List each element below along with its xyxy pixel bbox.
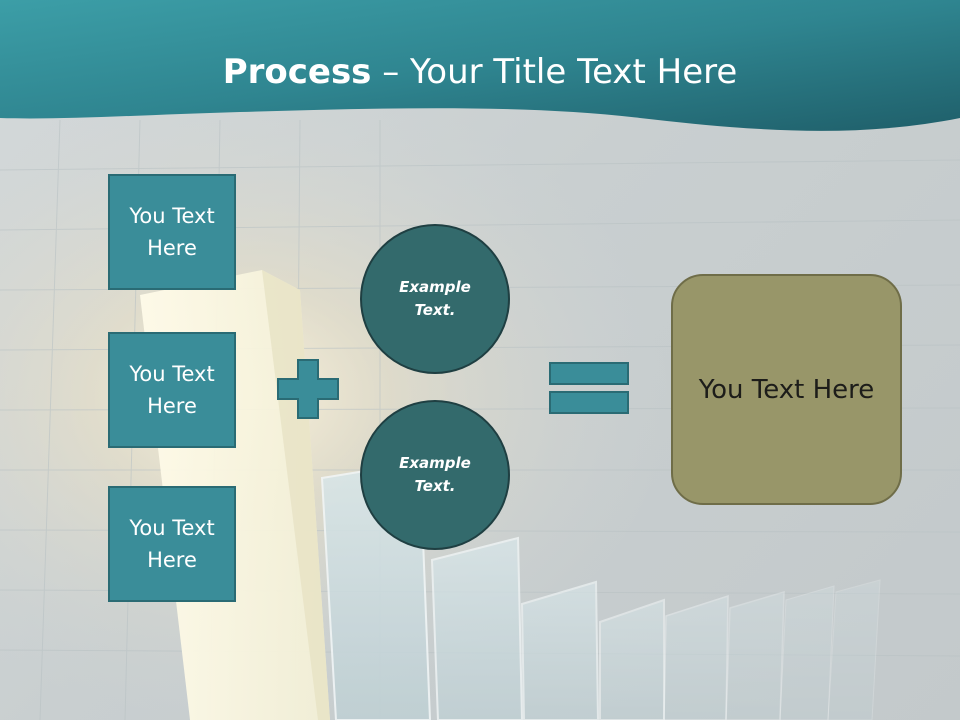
page-title: Process – Your Title Text Here (0, 52, 960, 92)
example-circle-2: Example Text. (360, 400, 510, 550)
circle-label: Example Text. (399, 278, 471, 319)
input-box-label: You Text Here (129, 362, 215, 418)
input-box-label: You Text Here (129, 516, 215, 572)
input-box-label: You Text Here (129, 204, 215, 260)
result-label: You Text Here (698, 374, 875, 405)
equals-icon (549, 362, 629, 414)
plus-icon (277, 359, 339, 419)
input-box-3: You Text Here (108, 486, 236, 602)
title-bold: Process (222, 52, 372, 92)
title-rest: – Your Title Text Here (371, 52, 738, 92)
circle-label: Example Text. (399, 454, 471, 495)
header-band (0, 0, 960, 131)
result-box: You Text Here (671, 274, 902, 505)
example-circle-1: Example Text. (360, 224, 510, 374)
input-box-1: You Text Here (108, 174, 236, 290)
input-box-2: You Text Here (108, 332, 236, 448)
